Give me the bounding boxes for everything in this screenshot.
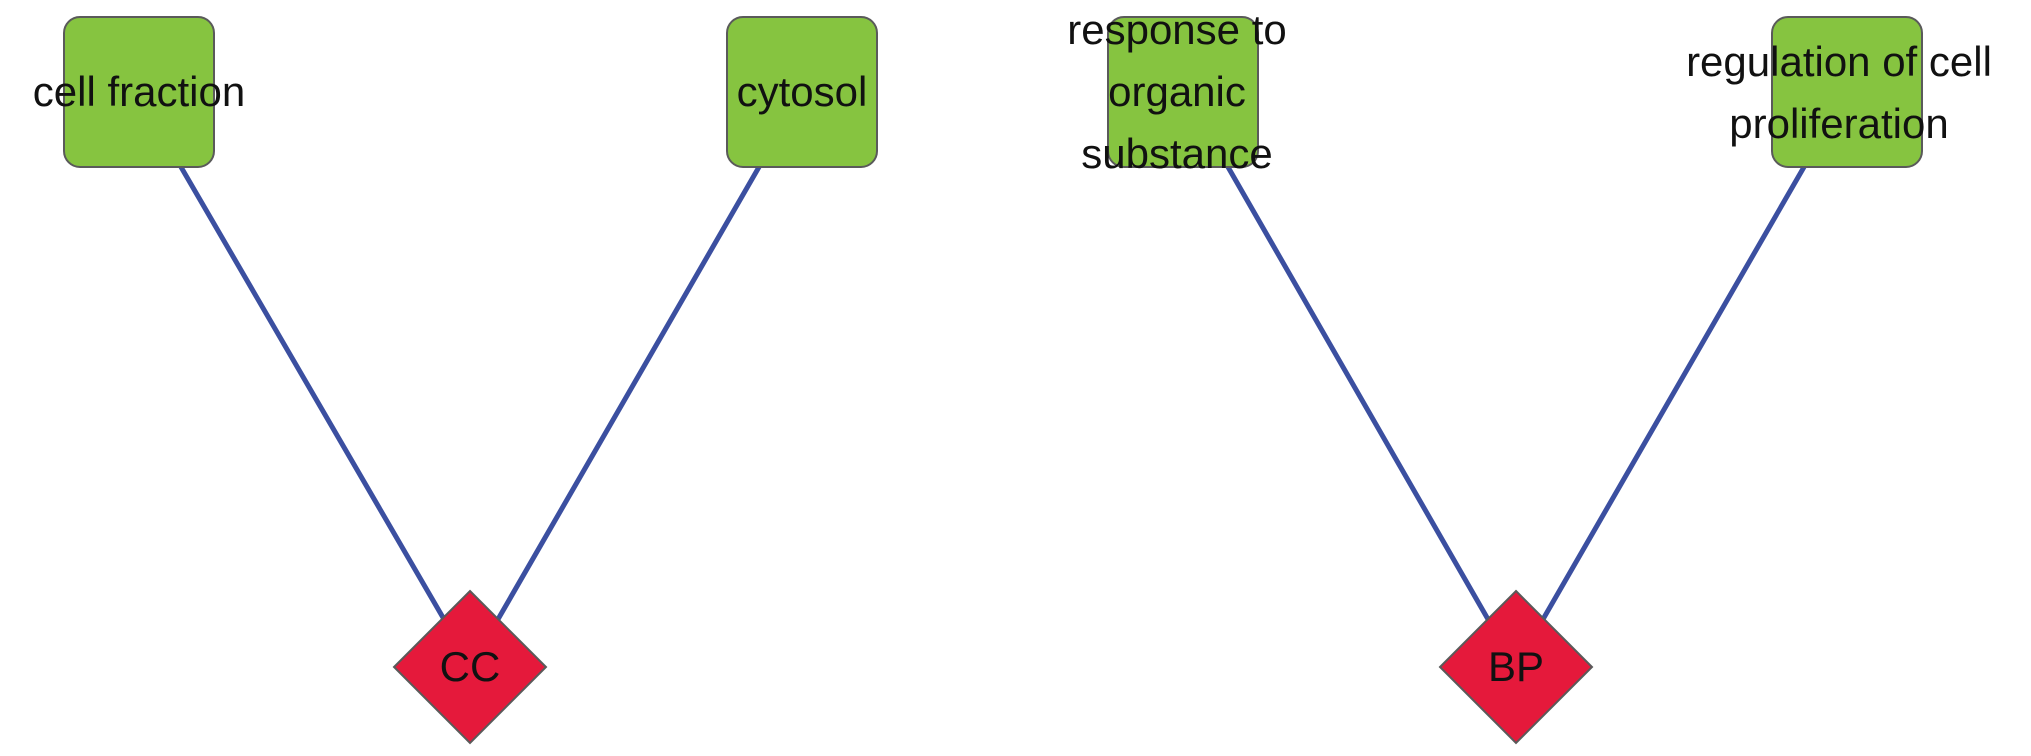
edge-regulation-of-cell-proliferation-to-bp bbox=[1539, 164, 1807, 624]
term-label-cytosol-line-1: cytosol bbox=[737, 68, 868, 115]
term-node-response-to-organic-substance[interactable]: response to organic substance bbox=[1067, 6, 1286, 177]
term-node-cytosol[interactable]: cytosol bbox=[726, 16, 878, 168]
hub-label-bp: BP bbox=[1488, 643, 1544, 690]
term-node-cell-fraction[interactable]: cell fraction bbox=[33, 16, 245, 168]
term-label-regulation-of-cell-proliferation-line-2: proliferation bbox=[1729, 100, 1948, 147]
hub-diamond-shape bbox=[1438, 589, 1594, 745]
hub-node-bp[interactable]: BP bbox=[1438, 589, 1594, 745]
hub-diamond-shape bbox=[392, 589, 548, 745]
hub-label-cc: CC bbox=[440, 643, 501, 690]
hubs-layer: CC BP bbox=[392, 589, 1594, 745]
hub-node-cc[interactable]: CC bbox=[392, 589, 548, 745]
term-label-cell-fraction-line-1: cell fraction bbox=[33, 68, 245, 115]
term-label-response-to-organic-substance-line-3: substance bbox=[1081, 130, 1272, 177]
term-label-regulation-of-cell-proliferation-line-1: regulation of cell bbox=[1686, 38, 1992, 85]
edges-layer bbox=[178, 164, 1807, 624]
term-square-shape bbox=[1107, 16, 1259, 168]
term-square-shape bbox=[1771, 16, 1923, 168]
edge-response-to-organic-substance-to-bp bbox=[1225, 164, 1492, 624]
term-label-response-to-organic-substance-line-2: organic bbox=[1108, 68, 1246, 115]
term-label-response-to-organic-substance-line-1: response to bbox=[1067, 6, 1286, 53]
edge-cell-fraction-to-cc bbox=[178, 164, 448, 624]
edge-cytosol-to-cc bbox=[494, 164, 762, 624]
term-node-regulation-of-cell-proliferation[interactable]: regulation of cell proliferation bbox=[1686, 16, 1992, 168]
term-square-shape bbox=[63, 16, 215, 168]
term-square-shape bbox=[726, 16, 878, 168]
terms-layer: cell fraction cytosol response to organic su… bbox=[33, 6, 1992, 177]
